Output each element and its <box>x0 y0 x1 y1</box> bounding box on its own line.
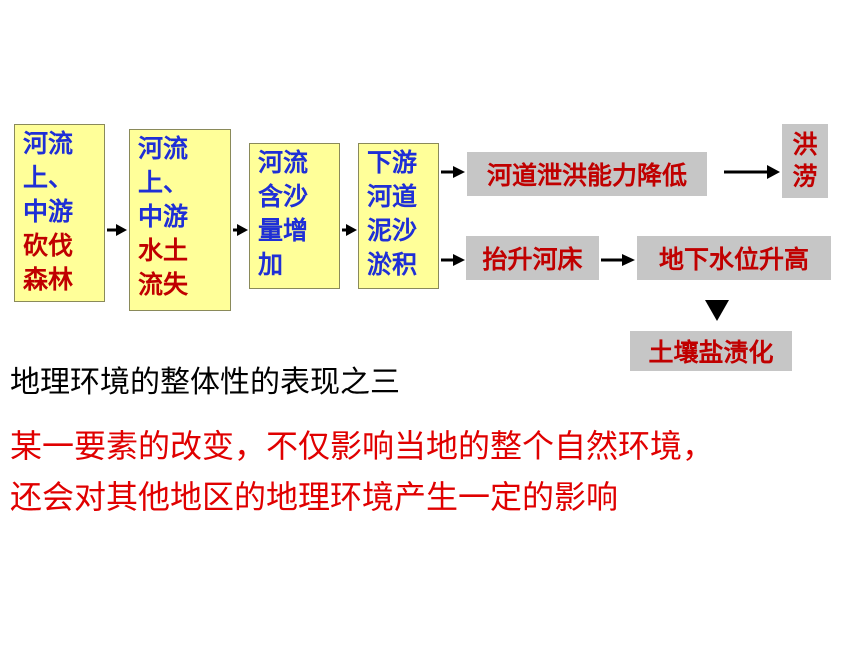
box-groundwater-rise: 地下水位升高 <box>637 236 831 280</box>
arrow-groundwater-salinization <box>705 300 729 321</box>
arrow-box4-bottom-branch <box>441 254 465 266</box>
box2-line2: 上、 <box>138 168 189 197</box>
box2-line5: 流失 <box>138 270 189 299</box>
box4-line1: 下游 <box>367 148 418 177</box>
box-flood: 洪 涝 <box>782 124 828 198</box>
arrow-top-branch-flood <box>724 165 780 179</box>
box-raise-riverbed: 抬升河床 <box>466 236 599 280</box>
box1-line4: 砍伐 <box>23 231 74 260</box>
box-soil-salinization: 土壤盐渍化 <box>630 331 792 371</box>
arrow-box3-box4 <box>342 224 357 236</box>
box3-line4: 加 <box>258 250 284 279</box>
box3-line3: 量增 <box>258 216 309 245</box>
box2-line1: 河流 <box>138 134 189 163</box>
box3-line2: 含沙 <box>258 182 309 211</box>
box-upstream-deforestation: 河流 上、 中游 砍伐 森林 <box>14 124 105 302</box>
arrow-box4-top-branch <box>441 166 465 178</box>
box2-line3: 中游 <box>138 202 189 231</box>
box-flood-discharge-reduced: 河道泄洪能力降低 <box>467 152 707 196</box>
box3-line1: 河流 <box>258 148 309 177</box>
box4-line3: 泥沙 <box>367 216 418 245</box>
box1-line3: 中游 <box>23 197 74 226</box>
box1-line5: 森林 <box>23 265 74 294</box>
flood-char1: 洪 <box>792 130 818 159</box>
box-soil-erosion: 河流 上、 中游 水土 流失 <box>129 129 231 311</box>
arrow-riverbed-groundwater <box>601 254 635 266</box>
box4-line2: 河道 <box>367 182 418 211</box>
box-downstream-siltation: 下游 河道 泥沙 淤积 <box>358 143 439 289</box>
flood-char2: 涝 <box>792 162 818 191</box>
box1-line2: 上、 <box>23 163 74 192</box>
box2-line4: 水土 <box>138 236 189 265</box>
statement-line-2: 还会对其他地区的地理环境产生一定的影响 <box>10 478 619 516</box>
box1-line1: 河流 <box>23 129 74 158</box>
arrow-box2-box3 <box>233 224 248 236</box>
statement-line-1: 某一要素的改变，不仅影响当地的整个自然环境， <box>10 427 715 465</box>
heading-expression-three: 地理环境的整体性的表现之三 <box>10 365 400 400</box>
arrow-box1-box2 <box>107 224 127 236</box>
box-sediment-increase: 河流 含沙 量增 加 <box>249 143 340 289</box>
box4-line4: 淤积 <box>367 250 418 279</box>
